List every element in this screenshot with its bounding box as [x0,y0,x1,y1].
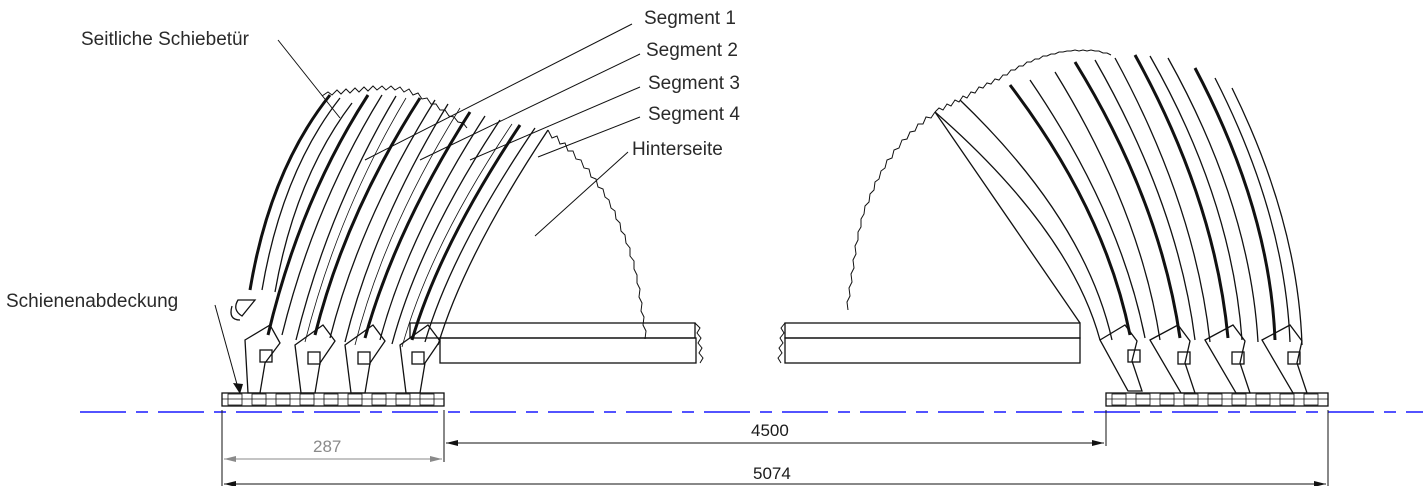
leader-segment-3 [469,86,641,161]
right-rail-blocks [1111,393,1319,406]
left-back-side [409,129,704,364]
right-segments [934,54,1303,346]
left-assembly [221,85,704,407]
label-schiebetuer: Seitliche Schiebetür [81,29,250,50]
left-segment-3 [363,111,513,348]
right-assembly [777,49,1329,407]
leader-segment-1 [364,23,633,161]
right-lower-mechanisms [1099,324,1308,394]
left-sliding-door [230,94,353,321]
leader-schiebetuer [277,39,341,119]
left-segment-2 [313,97,461,346]
left-lower-mechanisms [244,324,441,394]
right-top-break-line [934,49,1112,113]
dimension-287-text: 287 [313,437,341,456]
dimension-4500-text: 4500 [751,421,789,440]
leader-lines [214,23,641,389]
left-top-break-line [321,85,468,129]
left-rail-blocks [227,393,435,406]
leader-segment-4 [537,116,641,158]
leader-schienenabdeckung [214,304,239,389]
label-segment-3: Segment 3 [648,73,740,94]
label-segment-2: Segment 2 [646,40,738,61]
leader-hinterseite [534,151,629,237]
label-schienenabdeckung: Schienenabdeckung [6,291,178,312]
right-base-rail [1105,392,1329,407]
left-segment-1 [266,94,407,343]
left-segment-4 [410,124,549,346]
left-base-rail [221,392,445,407]
leader-arrowhead [233,383,243,394]
right-back-side [777,111,1081,364]
label-segment-4: Segment 4 [648,104,740,125]
label-segment-1: Segment 1 [644,8,736,29]
dimension-lines [221,410,1329,486]
leader-segment-2 [419,53,641,161]
dimension-5074-text: 5074 [753,464,791,483]
label-hinterseite: Hinterseite [632,139,723,160]
